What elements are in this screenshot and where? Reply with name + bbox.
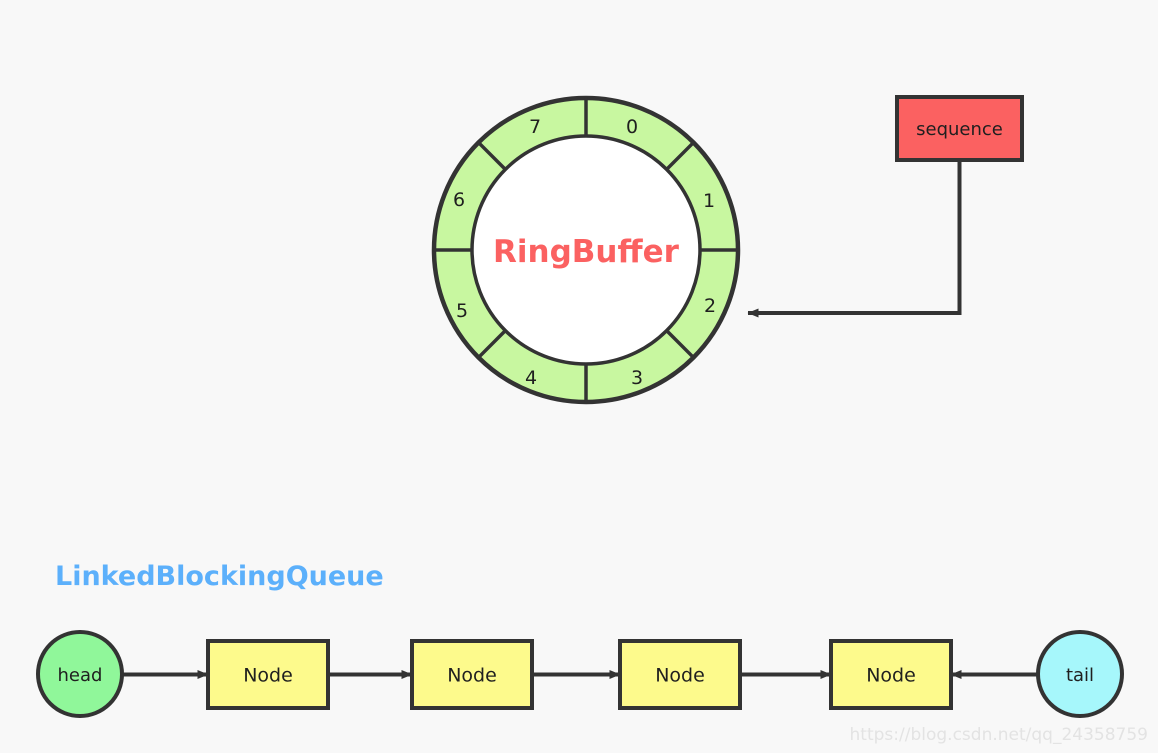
- ring-divider-3: [664, 328, 696, 360]
- sequence-box-label: sequence: [916, 119, 1003, 140]
- queue-node-label-3: Node: [655, 665, 705, 687]
- ring-segment-4[interactable]: [478, 330, 586, 402]
- ring-dividers-group: [433, 97, 739, 403]
- ring-segment-label-7: 7: [529, 116, 541, 138]
- ring-segment-labels-group: 0 1 2 3 4 5 6 7: [453, 116, 716, 389]
- watermark-text: https://blog.csdn.net/qq_24358759: [850, 725, 1148, 745]
- ring-segment-label-3: 3: [631, 367, 643, 389]
- queue-node-box-4[interactable]: [829, 639, 953, 710]
- sequence-to-ring-connector: [747, 160, 962, 318]
- queue-node-1[interactable]: Node: [206, 639, 330, 710]
- ring-segment-2[interactable]: [666, 250, 738, 358]
- ring-segment-label-1: 1: [703, 190, 715, 212]
- queue-node-3[interactable]: Node: [618, 639, 742, 710]
- queue-head-label: head: [58, 665, 103, 686]
- linked-blocking-queue-diagram: LinkedBlockingQueue Node Node Node Node hea…: [36, 561, 1124, 718]
- ring-divider-1: [664, 140, 696, 172]
- queue-tail-circle[interactable]: [1036, 630, 1124, 718]
- queue-node-4[interactable]: Node: [829, 639, 953, 710]
- queue-head-circle[interactable]: [36, 630, 124, 718]
- ring-segment-label-2: 2: [704, 295, 716, 317]
- sequence-box[interactable]: [895, 95, 1024, 162]
- ring-divider-7: [476, 140, 508, 172]
- ring-segments-group: [434, 98, 738, 402]
- sequence-pointer-group: sequence: [747, 95, 1024, 318]
- ring-segment-label-0: 0: [626, 116, 638, 138]
- queue-node-label-1: Node: [243, 665, 293, 687]
- ring-segment-1[interactable]: [666, 142, 738, 250]
- queue-node-label-4: Node: [866, 665, 916, 687]
- queue-node-box-1[interactable]: [206, 639, 330, 710]
- queue-tail-label: tail: [1066, 665, 1094, 686]
- ring-segment-6[interactable]: [434, 142, 506, 250]
- ring-buffer-diagram: RingBuffer 0 1 2 3 4 5 6 7: [431, 95, 741, 405]
- linked-blocking-queue-title: LinkedBlockingQueue: [55, 561, 384, 592]
- ring-segment-label-5: 5: [456, 300, 468, 322]
- queue-nodes-group: Node Node Node Node: [206, 639, 953, 710]
- ring-segment-3[interactable]: [586, 330, 694, 402]
- ring-segment-7[interactable]: [478, 98, 586, 170]
- ring-segment-0[interactable]: [586, 98, 694, 170]
- ring-segment-label-6: 6: [453, 189, 465, 211]
- ring-segment-5[interactable]: [434, 250, 506, 358]
- queue-node-box-3[interactable]: [618, 639, 742, 710]
- ring-segment-label-4: 4: [525, 367, 537, 389]
- ring-buffer-title: RingBuffer: [493, 234, 680, 270]
- queue-node-box-2[interactable]: [410, 639, 534, 710]
- ring-divider-5: [476, 328, 508, 360]
- queue-node-2[interactable]: Node: [410, 639, 534, 710]
- queue-node-label-2: Node: [447, 665, 497, 687]
